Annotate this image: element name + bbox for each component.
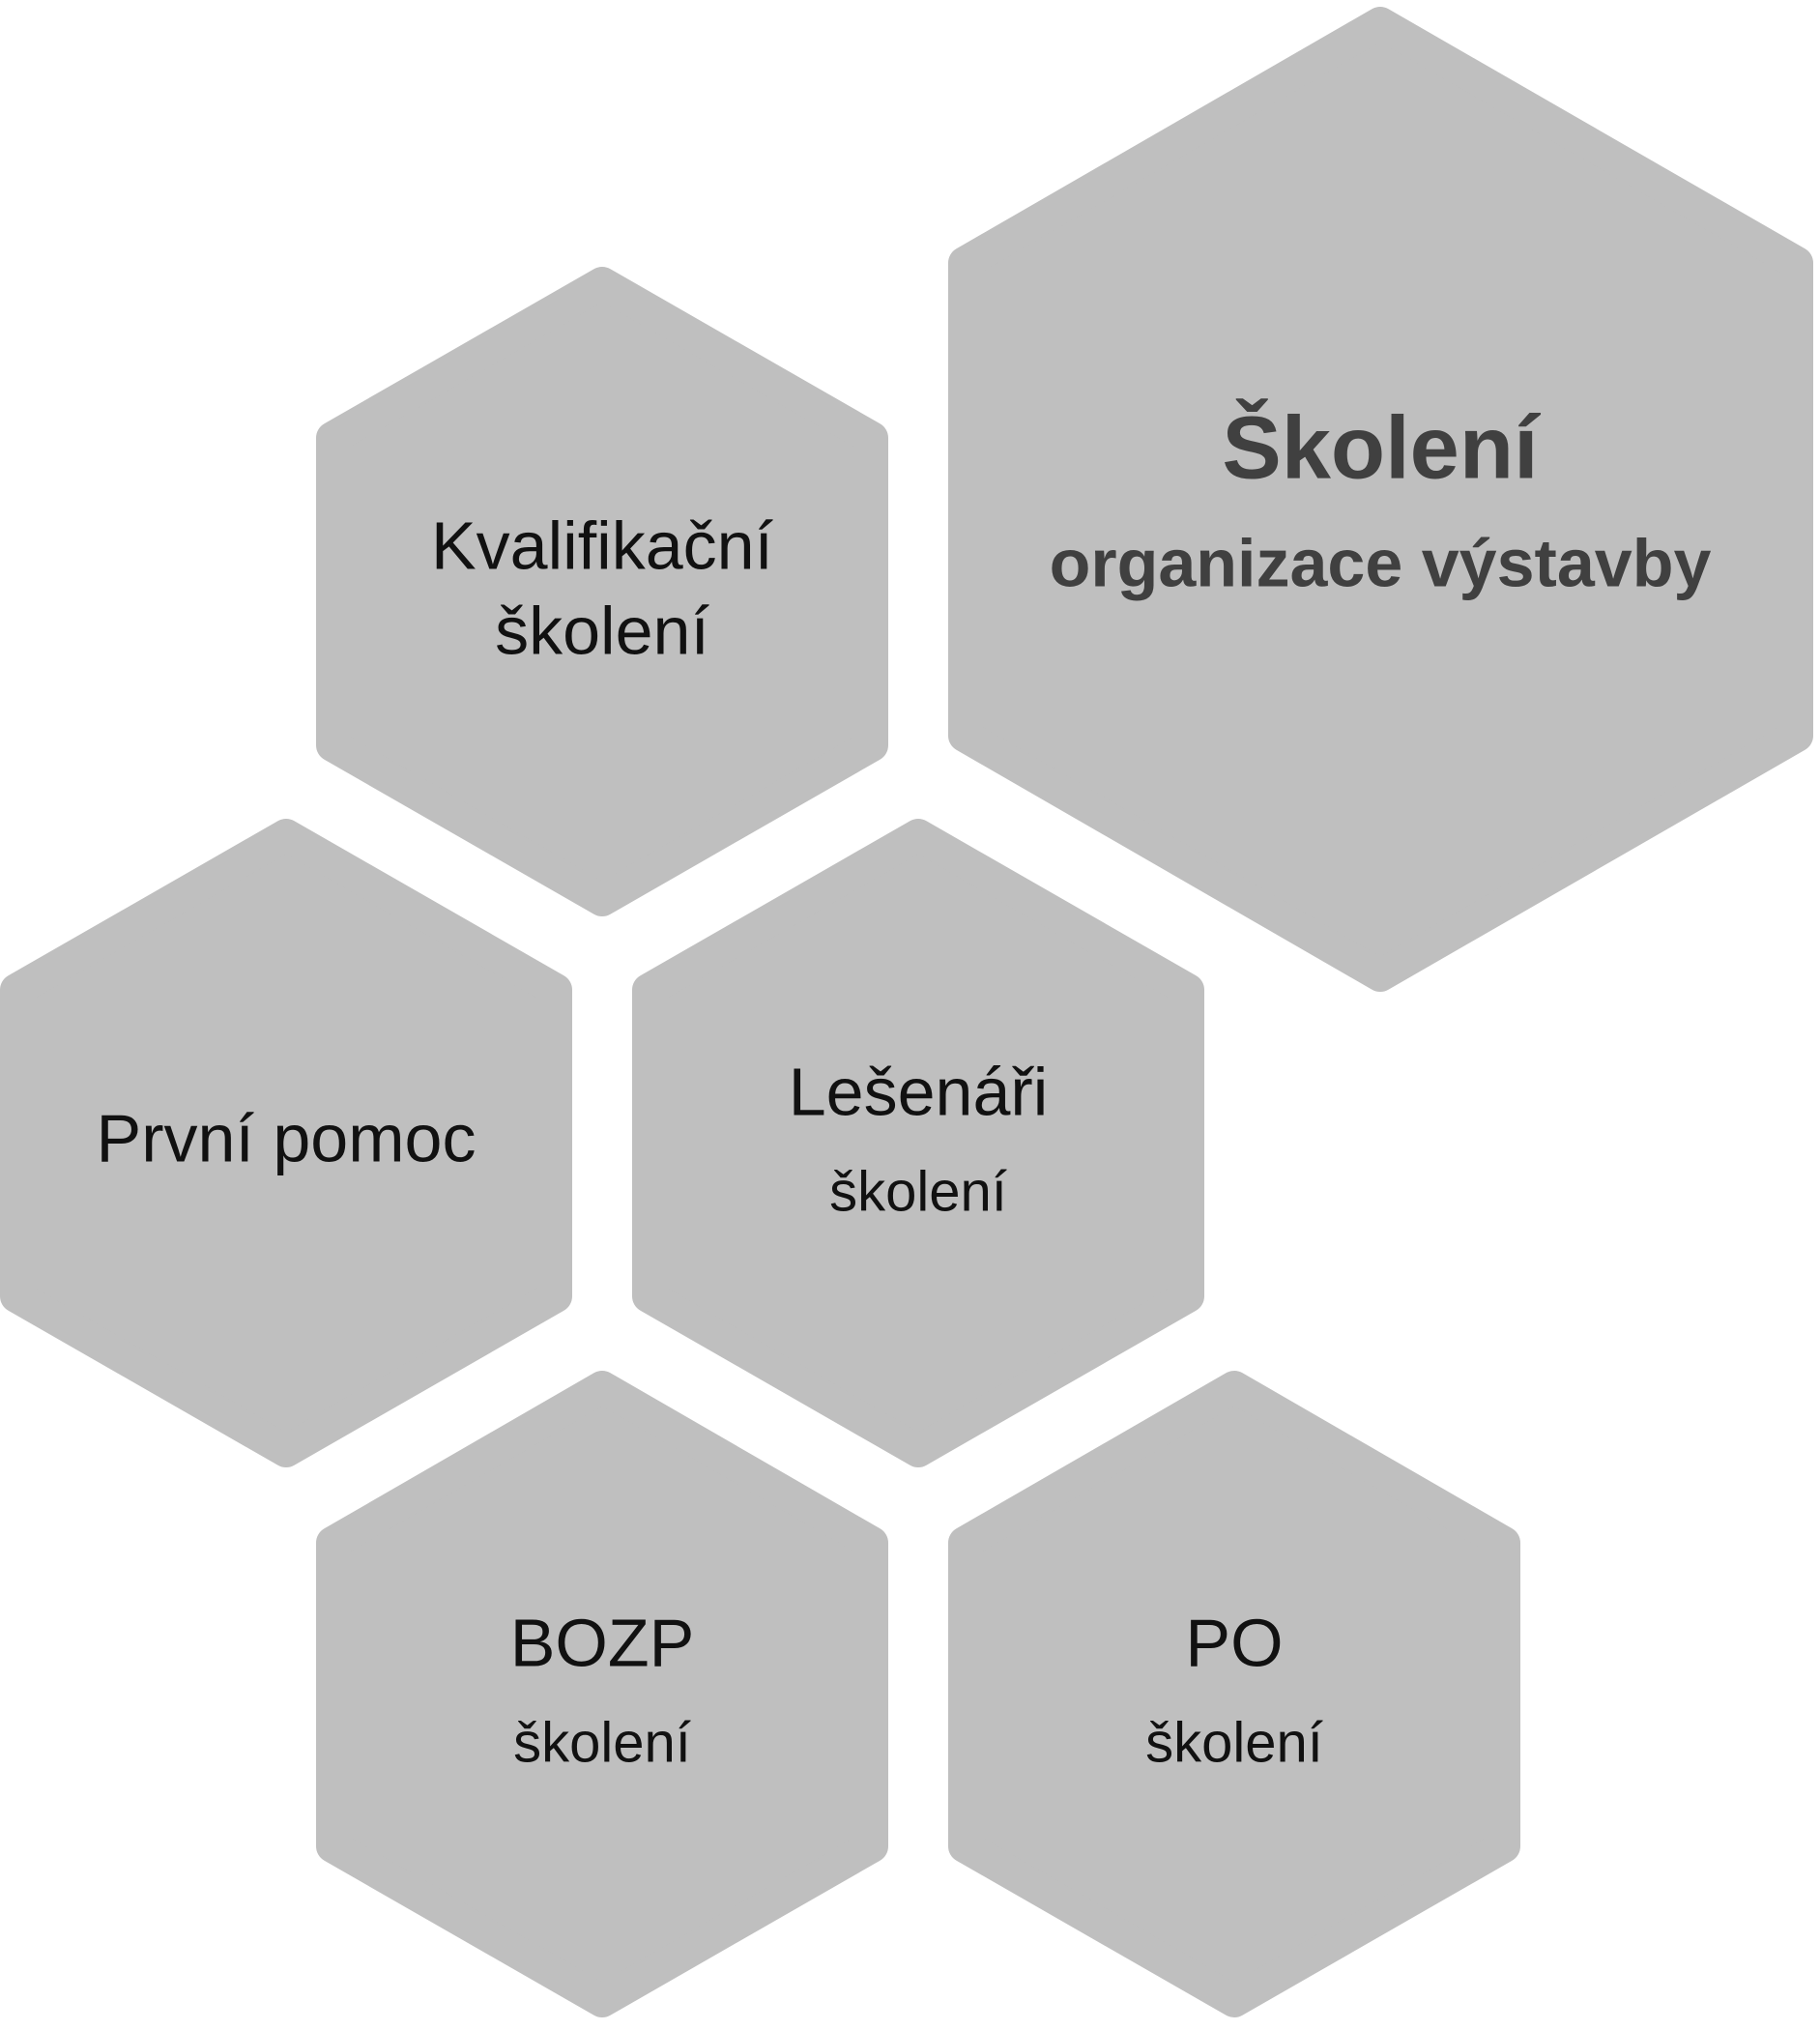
- main-subtitle: organizace výstavby: [1050, 525, 1712, 600]
- po-line1: PO: [1185, 1605, 1283, 1680]
- kvalifikacni-line2: školení: [495, 593, 709, 668]
- prvni-pomoc-label: První pomoc: [97, 1100, 477, 1175]
- hexagon-bozp: BOZP školení: [316, 1371, 888, 2017]
- hexagon-kvalifikacni: Kvalifikační školení: [316, 267, 888, 916]
- po-line2: školení: [1145, 1711, 1323, 1774]
- hexagon-prvni-pomoc: První pomoc: [0, 819, 572, 1467]
- kvalifikacni-line1: Kvalifikační: [431, 508, 774, 583]
- hexagon-lesenari: Lešenáři školení: [632, 819, 1204, 1467]
- hexagon-main: Školení organizace výstavby: [948, 7, 1813, 992]
- lesenari-line2: školení: [829, 1160, 1007, 1223]
- main-title: Školení: [1222, 397, 1542, 497]
- bozp-line2: školení: [513, 1711, 691, 1774]
- bozp-line1: BOZP: [510, 1605, 695, 1680]
- hexagon-po: PO školení: [948, 1371, 1520, 2017]
- lesenari-line1: Lešenáři: [789, 1054, 1049, 1129]
